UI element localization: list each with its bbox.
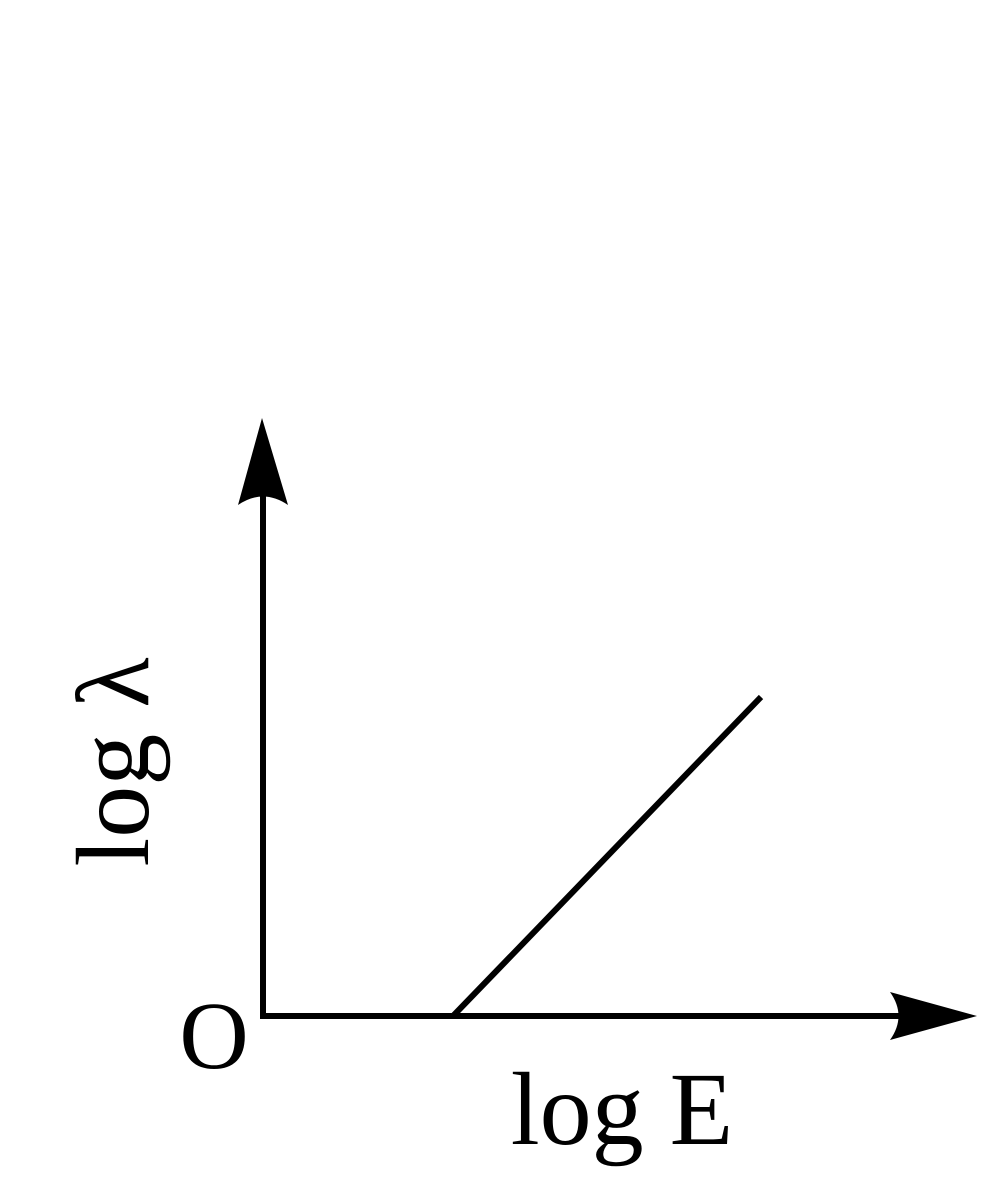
graph-line xyxy=(450,694,764,1019)
y-axis-label: log λ xyxy=(56,657,171,866)
x-axis-label: log E xyxy=(511,1052,733,1167)
origin-label: O xyxy=(179,982,248,1089)
y-axis-arrowhead xyxy=(238,418,288,505)
x-axis-arrowhead xyxy=(890,992,977,1040)
